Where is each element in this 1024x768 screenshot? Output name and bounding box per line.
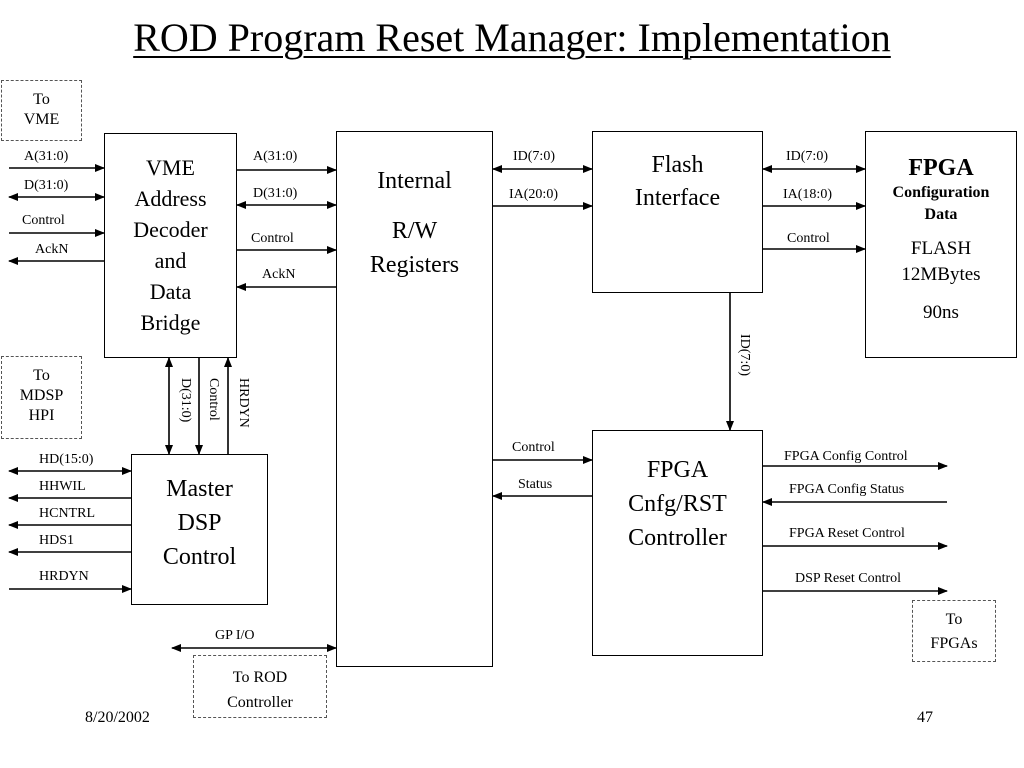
- label-dec-control: Control: [251, 231, 294, 246]
- target-vme: To VME: [1, 80, 82, 141]
- target-vme-line2: VME: [23, 111, 60, 128]
- vme-decoder-line4: and: [154, 248, 187, 273]
- registers-block: Internal R/W Registers: [336, 131, 493, 667]
- label-flash-ctrl-id: ID(7:0): [737, 334, 752, 376]
- fpga-config-flash2: 12MBytes: [901, 264, 981, 285]
- label-dec-d: D(31:0): [253, 186, 298, 201]
- label-vme-d: D(31:0): [24, 178, 69, 193]
- flash-interface-line2: Interface: [634, 185, 721, 211]
- label-ctrl-status: Status: [518, 477, 553, 492]
- label-dsp-hrdyn: HRDYN: [236, 378, 251, 428]
- target-rod-controller: To ROD Controller: [193, 655, 327, 718]
- vme-decoder-line1: VME: [146, 155, 195, 180]
- master-dsp-block: Master DSP Control: [131, 454, 268, 605]
- target-vme-line1: To: [33, 91, 50, 108]
- vme-decoder-line5: Data: [149, 279, 192, 304]
- fpga-config-sub1: Configuration: [892, 184, 990, 201]
- label-flash-id: ID(7:0): [786, 149, 828, 164]
- target-mdsp-line1: To: [33, 367, 50, 384]
- flash-interface-line1: Flash: [651, 152, 704, 178]
- target-mdsp: To MDSP HPI: [1, 356, 82, 439]
- fpga-config-speed: 90ns: [923, 302, 959, 323]
- label-hpi-hd: HD(15:0): [39, 452, 94, 467]
- vme-decoder-line6: Bridge: [140, 310, 201, 335]
- target-fpgas: To FPGAs: [912, 600, 996, 662]
- master-dsp-line2: DSP: [177, 510, 222, 536]
- label-flash-control: Control: [787, 231, 830, 246]
- label-out-reset-control: FPGA Reset Control: [789, 526, 905, 541]
- label-hpi-hhwil: HHWIL: [39, 479, 86, 494]
- label-gpio: GP I/O: [215, 628, 255, 643]
- target-fpgas-line2: FPGAs: [930, 635, 978, 652]
- fpga-controller-line1: FPGA: [646, 457, 709, 483]
- vme-decoder-block: VME Address Decoder and Data Bridge: [104, 133, 237, 358]
- registers-line2: R/W: [391, 218, 438, 244]
- label-dsp-control: Control: [206, 378, 221, 421]
- fpga-controller-line3: Controller: [628, 525, 727, 551]
- target-rod-line2: Controller: [227, 694, 293, 711]
- label-out-dsp-reset: DSP Reset Control: [795, 571, 902, 586]
- page-title: ROD Program Reset Manager: Implementatio…: [133, 15, 891, 60]
- label-out-config-control: FPGA Config Control: [784, 449, 908, 464]
- label-vme-a: A(31:0): [24, 149, 69, 164]
- master-dsp-line1: Master: [166, 476, 233, 502]
- registers-line3: Registers: [369, 252, 460, 278]
- flash-interface-block: Flash Interface: [592, 131, 763, 293]
- label-dsp-d: D(31:0): [178, 378, 193, 423]
- label-flash-ia: IA(18:0): [783, 187, 832, 202]
- fpga-controller-block: FPGA Cnfg/RST Controller: [592, 430, 763, 656]
- label-vme-ackn: AckN: [35, 242, 69, 257]
- master-dsp-line3: Control: [162, 544, 237, 570]
- fpga-config-sub2: Data: [924, 206, 958, 223]
- label-reg-id: ID(7:0): [513, 149, 555, 164]
- label-out-config-status: FPGA Config Status: [789, 482, 905, 497]
- target-fpgas-line1: To: [945, 611, 963, 628]
- footer-date: 8/20/2002: [85, 709, 150, 726]
- fpga-controller-line2: Cnfg/RST: [628, 491, 727, 517]
- fpga-config-flash-block: FPGA Configuration Data FLASH 12MBytes 9…: [865, 131, 1017, 358]
- target-mdsp-line3: HPI: [28, 407, 55, 424]
- label-reg-ia: IA(20:0): [509, 187, 558, 202]
- footer-page-number: 47: [917, 709, 933, 726]
- label-dec-ackn: AckN: [262, 267, 296, 282]
- vme-decoder-line3: Decoder: [133, 217, 208, 242]
- label-hpi-hcntrl: HCNTRL: [39, 506, 95, 521]
- fpga-config-title: FPGA: [908, 155, 974, 181]
- label-hpi-hds1: HDS1: [39, 533, 75, 548]
- fpga-config-flash1: FLASH: [910, 238, 972, 259]
- vme-decoder-line2: Address: [134, 186, 207, 211]
- target-rod-line1: To ROD: [232, 669, 288, 686]
- label-ctrl-control: Control: [512, 440, 555, 455]
- target-mdsp-line2: MDSP: [19, 387, 64, 404]
- label-hpi-hrdyn: HRDYN: [39, 569, 89, 584]
- label-vme-control: Control: [22, 213, 65, 228]
- registers-line1: Internal: [377, 168, 452, 194]
- label-dec-a: A(31:0): [253, 149, 298, 164]
